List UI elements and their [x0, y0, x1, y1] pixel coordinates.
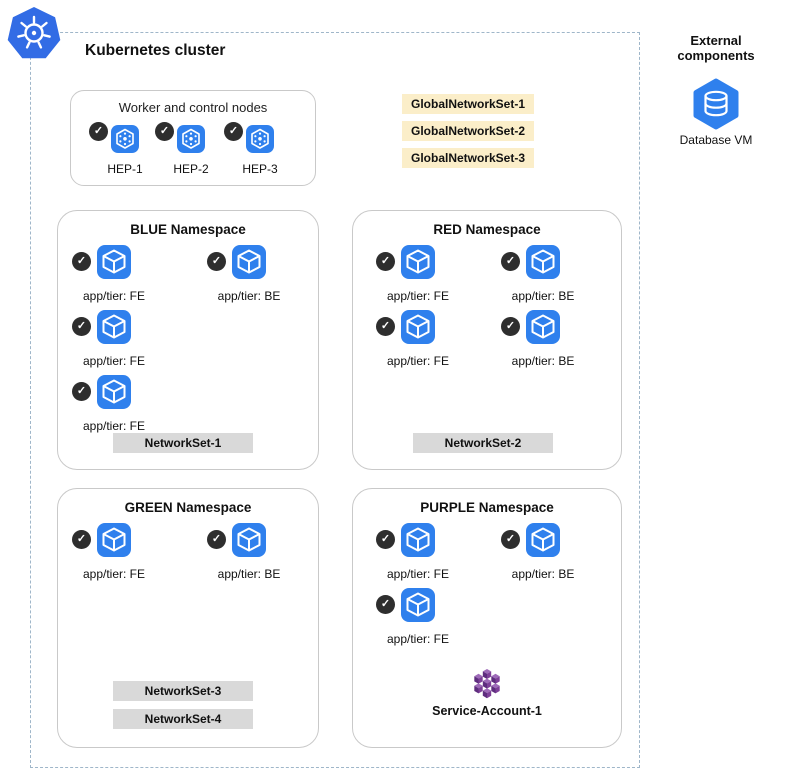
network-set-badge: NetworkSet-4	[113, 709, 253, 729]
namespace-box-purple: PURPLE Namespace ✓ app/tier: FE ✓ app/ti…	[352, 488, 622, 748]
pod: ✓ app/tier: FE	[363, 522, 473, 581]
node-icon	[110, 124, 140, 154]
check-badge-icon: ✓	[72, 382, 91, 401]
pod-icon	[525, 244, 561, 280]
namespace-title: GREEN Namespace	[124, 500, 252, 515]
kubernetes-logo-icon	[6, 6, 62, 62]
check-badge-icon: ✓	[224, 122, 243, 141]
database-vm-label: Database VM	[679, 133, 753, 147]
external-components-title: External components	[677, 33, 755, 63]
check-badge-icon: ✓	[155, 122, 174, 141]
network-set-badge: NetworkSet-2	[413, 433, 553, 453]
check-badge-icon: ✓	[72, 530, 91, 549]
pod: ✓ app/tier: FE	[59, 374, 169, 433]
hep-node-3: ✓ HEP-3	[224, 122, 295, 176]
pod-label: app/tier: FE	[82, 419, 146, 433]
global-network-set-badge: GlobalNetworkSet-3	[402, 148, 535, 168]
network-set-badge: NetworkSet-1	[113, 433, 253, 453]
hep-node-2: ✓ HEP-2	[155, 122, 226, 176]
pod-icon	[96, 522, 132, 558]
worker-nodes-box: Worker and control nodes ✓ HEP-1 ✓ HEP-2…	[70, 90, 316, 186]
pod: ✓ app/tier: FE	[363, 587, 473, 646]
pod: ✓ app/tier: FE	[363, 244, 473, 303]
pod-icon	[96, 309, 132, 345]
worker-nodes-title: Worker and control nodes	[118, 100, 268, 115]
pod-label: app/tier: FE	[386, 632, 450, 646]
pod-label: app/tier: BE	[217, 567, 281, 581]
check-badge-icon: ✓	[501, 317, 520, 336]
global-network-set-badge: GlobalNetworkSet-1	[402, 94, 535, 114]
check-badge-icon: ✓	[72, 317, 91, 336]
pod-label: app/tier: BE	[511, 354, 575, 368]
pod: ✓ app/tier: FE	[59, 309, 169, 368]
database-vm-icon	[690, 78, 742, 130]
node-icon-wrap: ✓	[155, 122, 206, 159]
pod-icon	[525, 522, 561, 558]
namespace-box-blue: BLUE Namespace ✓ app/tier: FE ✓ app/tier…	[57, 210, 319, 470]
service-account-icon	[467, 669, 507, 699]
pod-label: app/tier: BE	[217, 289, 281, 303]
namespace-title: RED Namespace	[433, 222, 541, 237]
check-badge-icon: ✓	[376, 595, 395, 614]
cluster-title: Kubernetes cluster	[85, 42, 226, 59]
pod-label: app/tier: FE	[386, 567, 450, 581]
node-label: HEP-2	[173, 162, 209, 176]
pod-label: app/tier: BE	[511, 567, 575, 581]
check-badge-icon: ✓	[501, 530, 520, 549]
pod-label: app/tier: FE	[82, 354, 146, 368]
network-set-badge: NetworkSet-3	[113, 681, 253, 701]
pod-icon	[525, 309, 561, 345]
namespace-box-green: GREEN Namespace ✓ app/tier: FE ✓ app/tie…	[57, 488, 319, 748]
check-badge-icon: ✓	[72, 252, 91, 271]
check-badge-icon: ✓	[89, 122, 108, 141]
pod: ✓ app/tier: FE	[363, 309, 473, 368]
pod-icon	[400, 309, 436, 345]
pod-label: app/tier: BE	[511, 289, 575, 303]
check-badge-icon: ✓	[207, 530, 226, 549]
service-account-label: Service-Account-1	[432, 704, 542, 718]
node-label: HEP-3	[242, 162, 278, 176]
pod-label: app/tier: FE	[82, 567, 146, 581]
pod-icon	[231, 522, 267, 558]
pod: ✓ app/tier: BE	[488, 309, 598, 368]
pod-icon	[96, 374, 132, 410]
namespace-title: BLUE Namespace	[130, 222, 246, 237]
pod: ✓ app/tier: FE	[59, 244, 169, 303]
check-badge-icon: ✓	[501, 252, 520, 271]
node-icon	[245, 124, 275, 154]
pod: ✓ app/tier: BE	[194, 244, 304, 303]
namespace-title: PURPLE Namespace	[420, 500, 554, 515]
pod-icon	[400, 522, 436, 558]
pod-icon	[400, 587, 436, 623]
pod: ✓ app/tier: BE	[488, 244, 598, 303]
pod-icon	[400, 244, 436, 280]
node-label: HEP-1	[107, 162, 143, 176]
check-badge-icon: ✓	[376, 317, 395, 336]
check-badge-icon: ✓	[376, 252, 395, 271]
node-icon-wrap: ✓	[224, 122, 275, 159]
check-badge-icon: ✓	[207, 252, 226, 271]
pod-icon	[96, 244, 132, 280]
service-account: Service-Account-1	[417, 669, 557, 718]
pod-label: app/tier: FE	[386, 289, 450, 303]
global-network-set-badge: GlobalNetworkSet-2	[402, 121, 535, 141]
pod: ✓ app/tier: FE	[59, 522, 169, 581]
pod-label: app/tier: FE	[386, 354, 450, 368]
namespace-box-red: RED Namespace ✓ app/tier: FE ✓ app/tier:…	[352, 210, 622, 470]
node-icon	[176, 124, 206, 154]
pod-icon	[231, 244, 267, 280]
node-icon-wrap: ✓	[89, 122, 140, 159]
hep-node-1: ✓ HEP-1	[89, 122, 160, 176]
check-badge-icon: ✓	[376, 530, 395, 549]
pod-label: app/tier: FE	[82, 289, 146, 303]
pod: ✓ app/tier: BE	[194, 522, 304, 581]
pod: ✓ app/tier: BE	[488, 522, 598, 581]
